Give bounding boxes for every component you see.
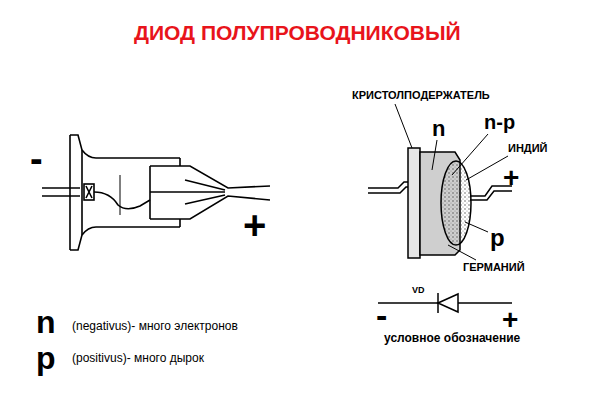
diode-symbol bbox=[378, 293, 512, 313]
definition-text: (positivus)- много дырок bbox=[72, 352, 204, 364]
diode-housing bbox=[42, 135, 270, 250]
polarity-sign: - bbox=[30, 140, 43, 178]
caption-text: условное обозначение bbox=[384, 332, 520, 344]
title: ДИОД ПОЛУПРОВОДНИКОВЫЙ bbox=[134, 22, 461, 43]
polarity-sign: + bbox=[503, 164, 519, 192]
designator: VD bbox=[412, 286, 425, 295]
region-name: p bbox=[490, 226, 505, 250]
part-name: ГЕРМАНИЙ bbox=[463, 262, 525, 273]
polarity-sign: + bbox=[502, 306, 518, 334]
polarity-sign: - bbox=[376, 298, 387, 332]
polarity-sign: + bbox=[243, 205, 266, 245]
part-name: КРИСТОЛПОДЕРЖАТЕЛЬ bbox=[352, 90, 490, 101]
definition-text: (negativus)- много электронов bbox=[72, 320, 238, 332]
part-name: ИНДИЙ bbox=[508, 143, 548, 154]
region-name: p bbox=[36, 342, 56, 374]
region-name: n bbox=[36, 306, 56, 338]
region-name: n-p bbox=[484, 112, 515, 132]
region-name: n bbox=[432, 118, 445, 140]
